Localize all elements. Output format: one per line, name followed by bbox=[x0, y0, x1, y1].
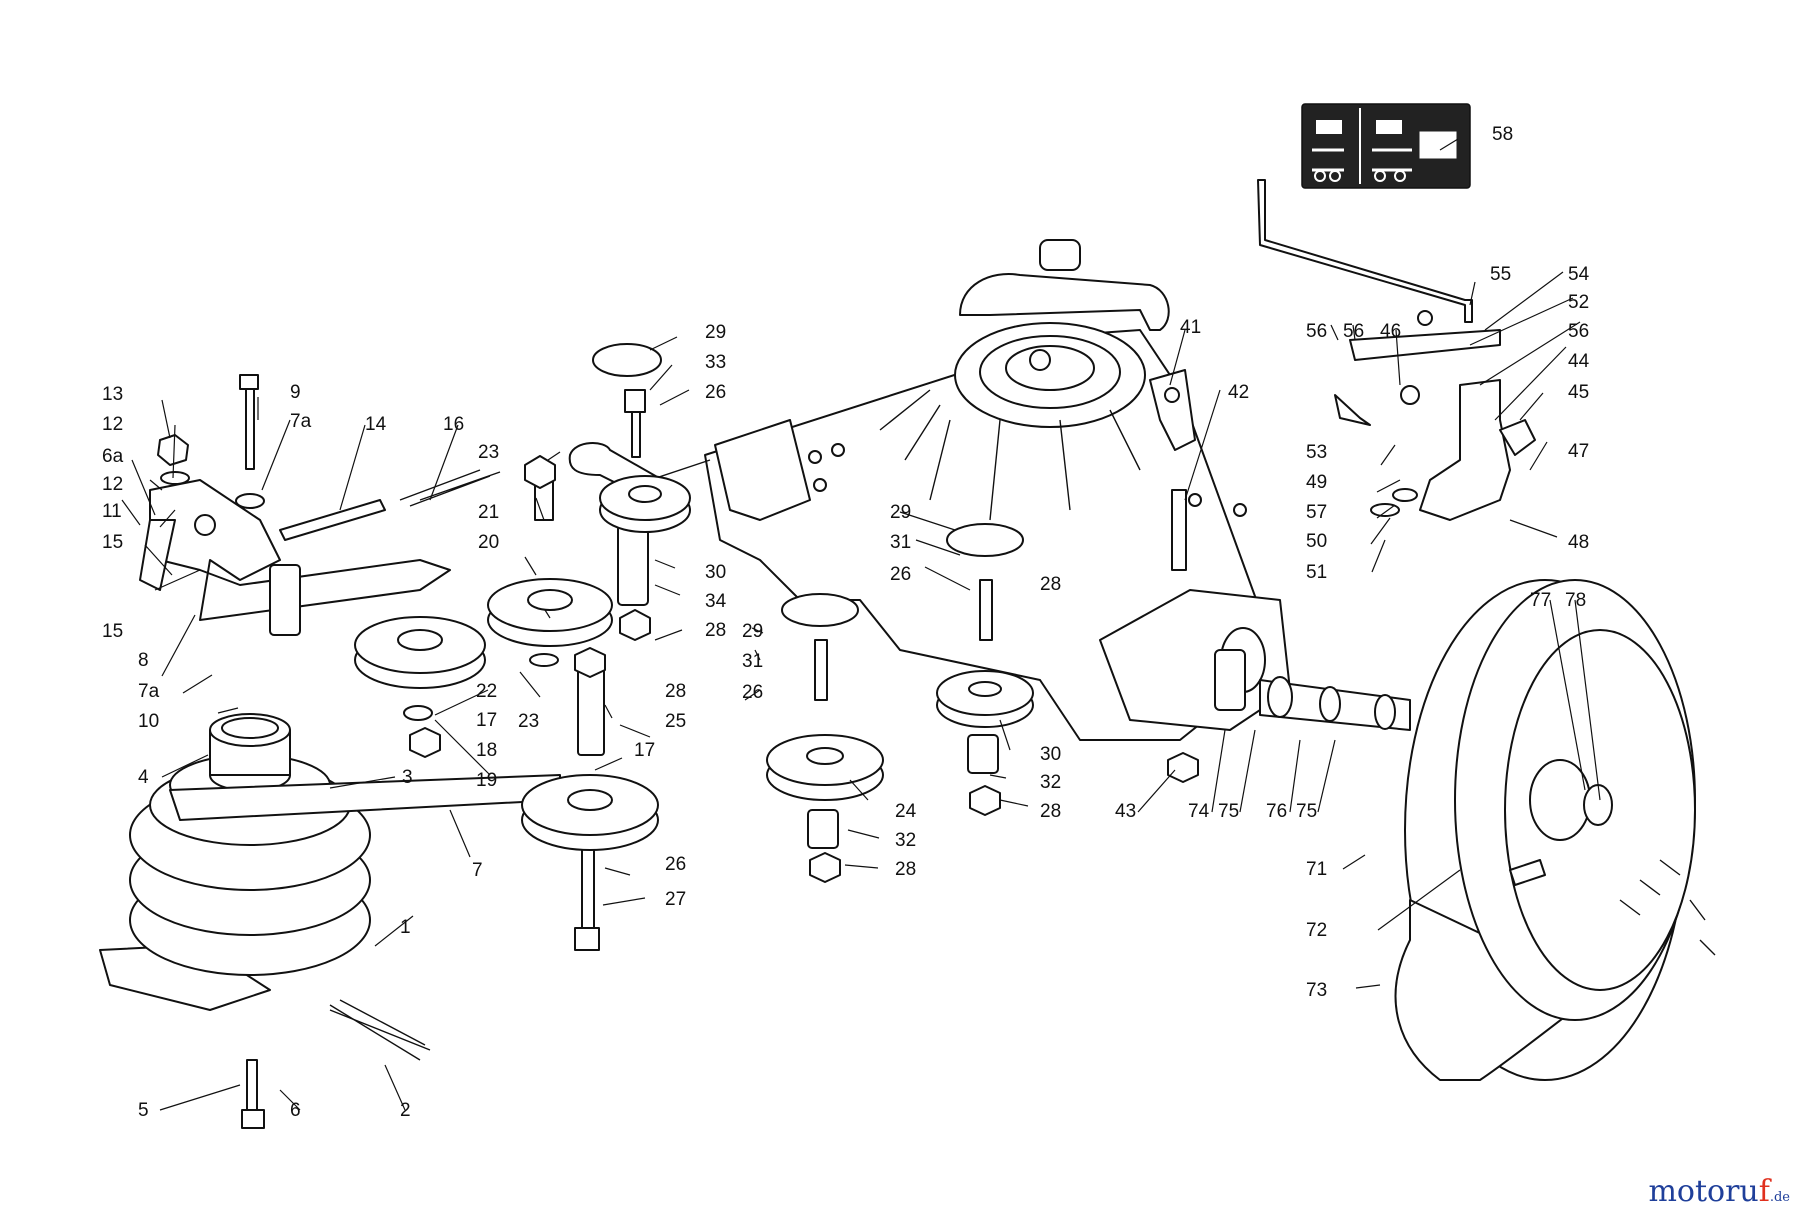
callout-30-b: 30 bbox=[1040, 744, 1061, 765]
callout-51: 51 bbox=[1306, 562, 1327, 583]
transmission-housing bbox=[568, 239, 1411, 741]
callout-13: 13 bbox=[102, 384, 123, 405]
callout-19: 19 bbox=[476, 770, 497, 791]
callout-73: 73 bbox=[1306, 980, 1327, 1001]
callout-71: 71 bbox=[1306, 859, 1327, 880]
callout-50: 50 bbox=[1306, 531, 1327, 552]
callout-29-c: 29 bbox=[890, 502, 911, 523]
callout-12-lower: 12 bbox=[102, 474, 123, 495]
callout-7a-lower: 7a bbox=[138, 681, 160, 702]
leader-lines bbox=[121, 138, 1601, 1111]
callout-33: 33 bbox=[705, 352, 726, 373]
callout-58: 58 bbox=[1492, 124, 1513, 145]
callout-43: 43 bbox=[1115, 801, 1136, 822]
callout-27: 27 bbox=[665, 889, 686, 910]
callout-28-a: 28 bbox=[705, 620, 726, 641]
callout-29-a: 29 bbox=[705, 322, 726, 343]
callout-42: 42 bbox=[1228, 382, 1249, 403]
callouts: 1 2 3 4 5 6 6a 7 7a 7a 8 9 10 11 12 12 1… bbox=[102, 124, 1590, 1121]
callout-15-lower: 15 bbox=[102, 621, 123, 642]
callout-28-c: 28 bbox=[895, 859, 916, 880]
callout-26-b: 26 bbox=[665, 854, 686, 875]
callout-14: 14 bbox=[365, 414, 387, 435]
callout-10: 10 bbox=[138, 711, 159, 732]
callout-26-c: 26 bbox=[742, 682, 763, 703]
callout-20: 20 bbox=[478, 532, 499, 553]
wheel-and-tire bbox=[1394, 579, 1716, 1081]
lever-assembly bbox=[1257, 179, 1536, 521]
callout-78: 78 bbox=[1565, 590, 1586, 611]
watermark-suffix: .de bbox=[1769, 1190, 1790, 1205]
drawing bbox=[99, 103, 1716, 1129]
decal-sticker bbox=[1301, 103, 1471, 189]
callout-6: 6 bbox=[290, 1100, 301, 1121]
clutch-assembly bbox=[99, 713, 561, 1011]
callout-28-d: 28 bbox=[1040, 801, 1061, 822]
callout-41: 41 bbox=[1180, 317, 1201, 338]
callout-56-c: 56 bbox=[1568, 321, 1589, 342]
callout-74: 74 bbox=[1188, 801, 1210, 822]
callout-57: 57 bbox=[1306, 502, 1327, 523]
idler-pulleys bbox=[354, 475, 1199, 883]
callout-15-upper: 15 bbox=[102, 532, 123, 553]
callout-24: 24 bbox=[895, 801, 917, 822]
callout-25: 25 bbox=[665, 711, 686, 732]
watermark-main: motoru bbox=[1648, 1174, 1759, 1209]
callout-16: 16 bbox=[443, 414, 464, 435]
callout-45: 45 bbox=[1568, 382, 1589, 403]
callout-26-a: 26 bbox=[705, 382, 726, 403]
callout-34: 34 bbox=[705, 591, 727, 612]
callout-31-a: 31 bbox=[742, 651, 763, 672]
callout-47: 47 bbox=[1568, 441, 1589, 462]
callout-44: 44 bbox=[1568, 351, 1590, 372]
callout-4: 4 bbox=[138, 767, 149, 788]
callout-52: 52 bbox=[1568, 292, 1589, 313]
watermark-logo: motoruf.de bbox=[1648, 1174, 1790, 1209]
callout-53: 53 bbox=[1306, 442, 1327, 463]
callout-75-b: 75 bbox=[1296, 801, 1317, 822]
callout-75-a: 75 bbox=[1218, 801, 1239, 822]
callout-12-upper: 12 bbox=[102, 414, 123, 435]
callout-32-b: 32 bbox=[1040, 772, 1061, 793]
watermark-accent: f bbox=[1758, 1174, 1770, 1209]
callout-54: 54 bbox=[1568, 264, 1590, 285]
callout-48: 48 bbox=[1568, 532, 1589, 553]
callout-6a: 6a bbox=[102, 446, 124, 467]
callout-3: 3 bbox=[402, 767, 413, 788]
callout-49: 49 bbox=[1306, 472, 1327, 493]
callout-7a-upper: 7a bbox=[290, 411, 312, 432]
idler-bracket bbox=[139, 479, 451, 636]
callout-11: 11 bbox=[102, 501, 122, 522]
callout-28-e: 28 bbox=[1040, 574, 1061, 595]
callout-29-b: 29 bbox=[742, 621, 763, 642]
callout-2: 2 bbox=[400, 1100, 411, 1121]
callout-5: 5 bbox=[138, 1100, 149, 1121]
callout-8: 8 bbox=[138, 650, 149, 671]
callout-56-a: 56 bbox=[1306, 321, 1327, 342]
callout-23-lower: 23 bbox=[518, 711, 539, 732]
callout-17-upper: 17 bbox=[476, 710, 497, 731]
callout-18: 18 bbox=[476, 740, 497, 761]
callout-23-upper: 23 bbox=[478, 442, 499, 463]
callout-31-b: 31 bbox=[890, 532, 911, 553]
callout-7: 7 bbox=[472, 860, 483, 881]
callout-22: 22 bbox=[476, 681, 497, 702]
callout-72: 72 bbox=[1306, 920, 1327, 941]
callout-32-a: 32 bbox=[895, 830, 916, 851]
callout-9: 9 bbox=[290, 382, 301, 403]
callout-28-b: 28 bbox=[665, 681, 686, 702]
callout-77: 77 bbox=[1530, 590, 1551, 611]
callout-76: 76 bbox=[1266, 801, 1287, 822]
callout-30-a: 30 bbox=[705, 562, 726, 583]
callout-21: 21 bbox=[478, 502, 499, 523]
callout-46: 46 bbox=[1380, 321, 1401, 342]
callout-26-d: 26 bbox=[890, 564, 911, 585]
callout-55: 55 bbox=[1490, 264, 1511, 285]
callout-56-b: 56 bbox=[1343, 321, 1364, 342]
callout-17-lower: 17 bbox=[634, 740, 655, 761]
callout-1: 1 bbox=[400, 917, 411, 938]
